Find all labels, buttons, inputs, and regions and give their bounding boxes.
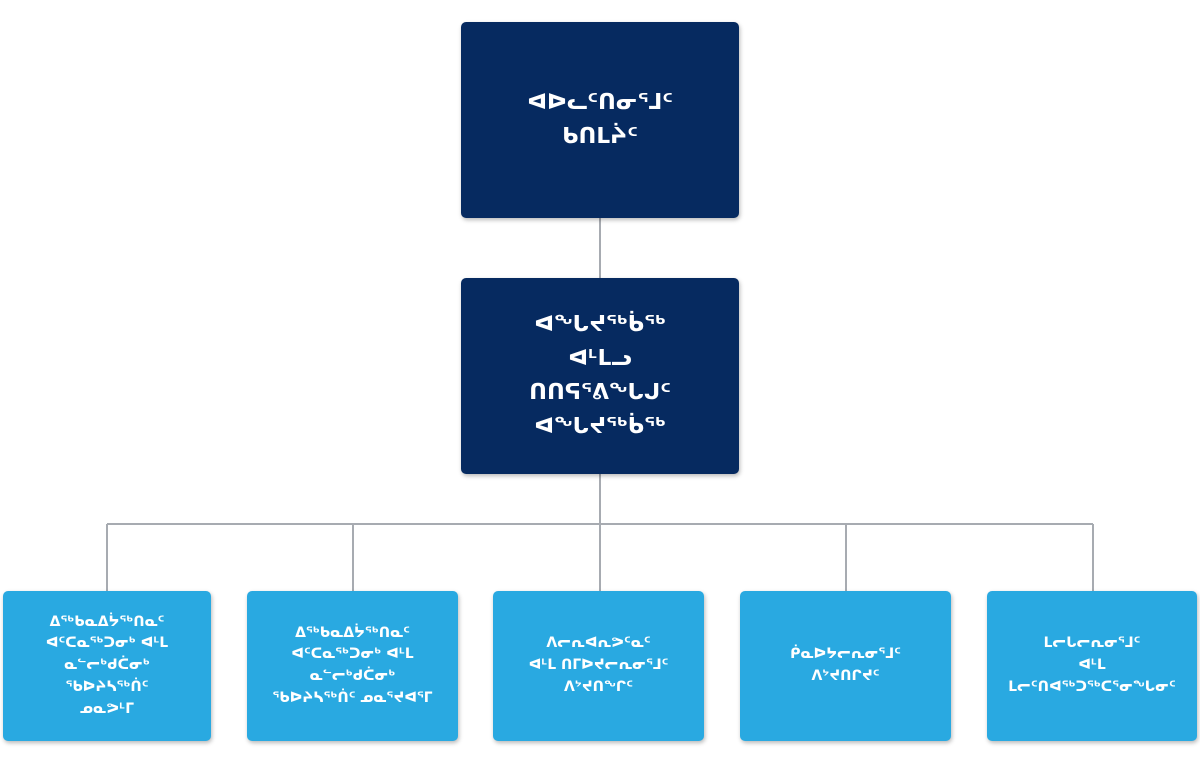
org-box-label: ᑮᓇᐅᔭᓕᕆᓂᕐᒧᑦ ᐱᔾᔪᑎᒋᔪᑦ (790, 646, 901, 684)
org-box-child-4: ᑮᓇᐅᔭᓕᕆᓂᕐᒧᑦ ᐱᔾᔪᑎᒋᔪᑦ (740, 591, 951, 741)
org-box-child-1: ᐃᖅᑲᓇᐃᔮᖅᑎᓇᑦ ᐊᑦᑕᓇᖅᑐᓂᒃ ᐊᒻᒪ ᓇᓪᓕᒃᑯᑖᓂᒃ ᖃᐅᔨᓴᖅᑏᑦ… (3, 591, 211, 741)
org-box-label: ᒪᓕᒐᓕᕆᓂᕐᒧᑦ ᐊᒻᒪ ᒪᓕᑦᑎᐊᖅᑐᖅᑕᕐᓂᖓᓂᑦ (1008, 635, 1176, 695)
org-box-label: ᐊᐅᓚᑦᑎᓂᕐᒧᑦ ᑲᑎᒪᔩᑦ (527, 89, 673, 149)
org-box-label: ᐃᖅᑲᓇᐃᔮᖅᑎᓇᑦ ᐊᑦᑕᓇᖅᑐᓂᒃ ᐊᒻᒪ ᓇᓪᓕᒃᑯᑖᓂᒃ ᖃᐅᔨᓴᖅᑏᑦ… (272, 624, 433, 706)
org-box-child-2: ᐃᖅᑲᓇᐃᔮᖅᑎᓇᑦ ᐊᑦᑕᓇᖅᑐᓂᒃ ᐊᒻᒪ ᓇᓪᓕᒃᑯᑖᓂᒃ ᖃᐅᔨᓴᖅᑏᑦ… (247, 591, 458, 741)
org-box-governing-board: ᐊᐅᓚᑦᑎᓂᕐᒧᑦ ᑲᑎᒪᔩᑦ (461, 22, 739, 218)
org-box-child-5: ᒪᓕᒐᓕᕆᓂᕐᒧᑦ ᐊᒻᒪ ᒪᓕᑦᑎᐊᖅᑐᖅᑕᕐᓂᖓᓂᑦ (987, 591, 1197, 741)
org-box-child-3: ᐱᓕᕆᐊᕆᕗᑦᓇᑦ ᐊᒻᒪ ᑎᒥᐅᔪᓕᕆᓂᕐᒧᑦ ᐱᔾᔪᑎᖏᑦ (493, 591, 704, 741)
org-box-president-ceo: ᐊᖓᔪᖅᑳᖅ ᐊᒻᒪᓗ ᑎᑎᕋᕐᕕᖓᒍᑦ ᐊᖓᔪᖅᑳᖅ (461, 278, 739, 474)
org-box-label: ᐃᖅᑲᓇᐃᔮᖅᑎᓇᑦ ᐊᑦᑕᓇᖅᑐᓂᒃ ᐊᒻᒪ ᓇᓪᓕᒃᑯᑖᓂᒃ ᖃᐅᔨᓴᖅᑏᑦ… (45, 613, 169, 717)
org-box-label: ᐊᖓᔪᖅᑳᖅ ᐊᒻᒪᓗ ᑎᑎᕋᕐᕕᖓᒍᑦ ᐊᖓᔪᖅᑳᖅ (529, 311, 671, 440)
org-box-label: ᐱᓕᕆᐊᕆᕗᑦᓇᑦ ᐊᒻᒪ ᑎᒥᐅᔪᓕᕆᓂᕐᒧᑦ ᐱᔾᔪᑎᖏᑦ (528, 635, 669, 695)
